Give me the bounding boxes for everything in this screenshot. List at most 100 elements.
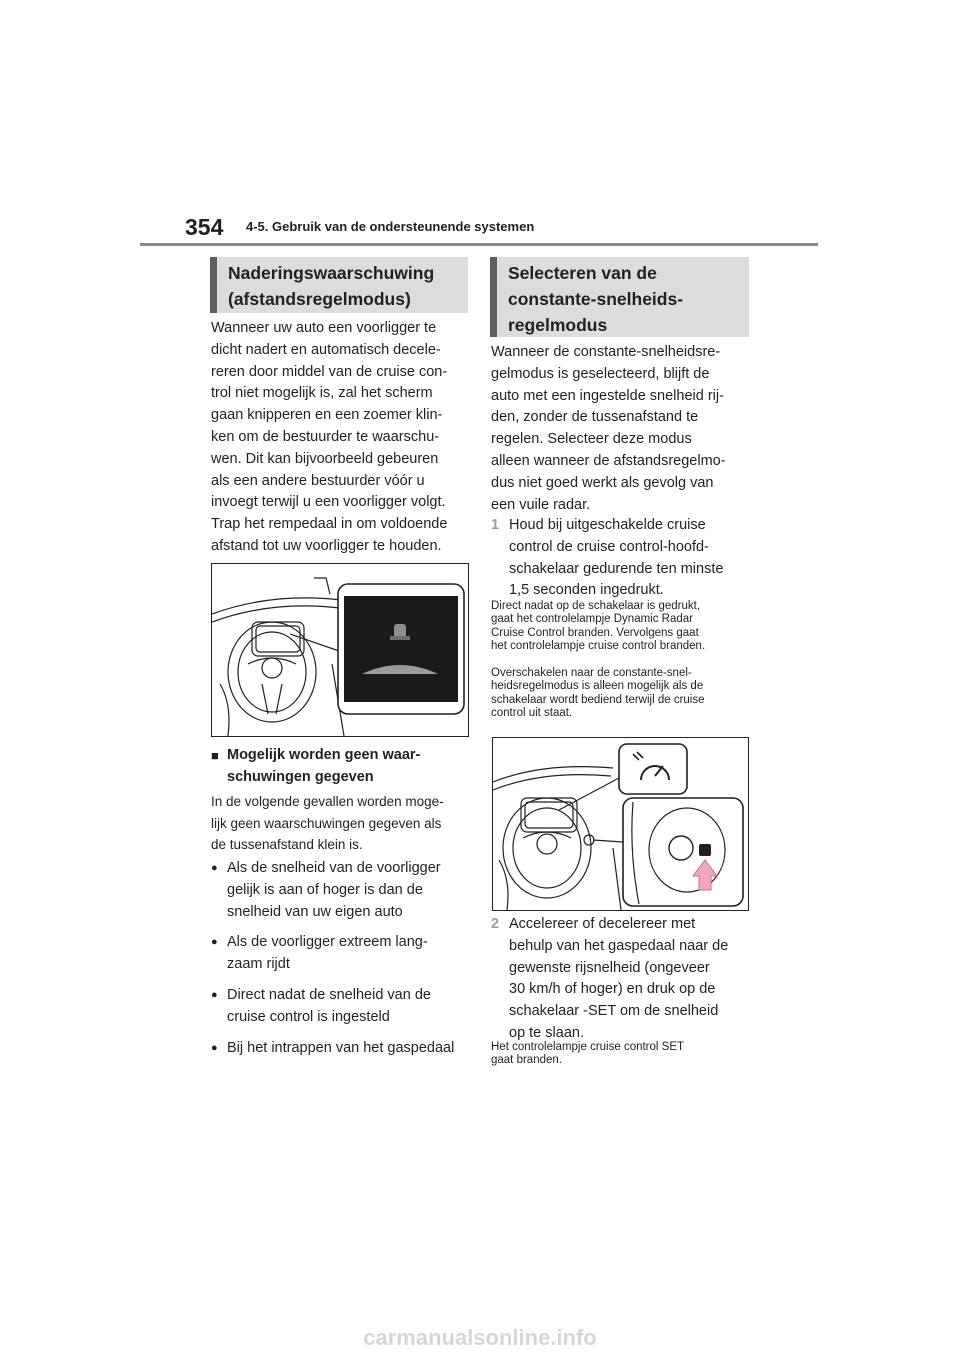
heading-line: constante-snelheids- (508, 289, 684, 309)
text-line: lijk geen waarschuwingen gegeven als (211, 815, 442, 831)
text-line: control de cruise control-hoofd- (509, 538, 709, 555)
text-line: gewenste rijsnelheid (ongeveer (509, 959, 710, 976)
list-item: ● Direct nadat de snelheid van de cruise… (211, 985, 473, 1029)
no-warning-bullets: ● Als de snelheid van de voorligger geli… (211, 858, 473, 1059)
text-line: de tussenafstand klein is. (211, 837, 363, 852)
text-line: 30 km/h of hoger) en druk op de (509, 981, 716, 998)
bullet-icon: ● (211, 862, 218, 874)
approach-warning-intro: Wanneer uw auto een voorligger te dicht … (211, 318, 473, 558)
callout-line (558, 777, 620, 811)
heading-line: regelmodus (508, 315, 608, 335)
mode-switch-note: Overschakelen naar de constante-snel- he… (491, 667, 753, 721)
text-line: Direct nadat de snelheid van de (227, 986, 431, 1003)
text-line: schakelaar gedurende ten minste (509, 560, 724, 577)
text-line: schakelaar -SET om de snelheid (509, 1003, 719, 1020)
text-line: dicht nadert en automatisch decele- (211, 341, 441, 358)
text-line: Overschakelen naar de constante-snel- (491, 667, 692, 679)
cruise-main-switch (668, 835, 694, 861)
heading-line: Selecteren van de (508, 263, 657, 283)
switch-callout-frame (622, 797, 744, 907)
text-line: auto met een ingestelde snelheid rij- (491, 387, 724, 404)
section-heading-approach-warning: Naderingswaarschuwing (afstandsregelmodu… (210, 257, 468, 313)
text-line: gelijk is aan of hoger is dan de (227, 881, 423, 898)
text-line: regelen. Selecteer deze modus (491, 431, 692, 448)
text-line: Wanneer uw auto een voorligger te (211, 320, 437, 336)
text-line: invoegt terwijl u een voorligger volgt. (211, 494, 446, 511)
step-2-note: Het controlelampje cruise control SET ga… (491, 1041, 753, 1068)
text-line: Direct nadat op de schakelaar is gedrukt… (491, 600, 701, 612)
text-line: alleen wanneer de afstandsregelmo- (491, 452, 726, 469)
text-line: Als de snelheid van de voorligger (227, 860, 441, 876)
text-line: gelmodus is geselecteerd, blijft de (491, 365, 710, 382)
step-1: 1 Houd bij uitgeschakelde cruise control… (491, 515, 753, 602)
text-line: Trap het rempedaal in om voldoende (211, 516, 448, 533)
bullet-icon: ● (211, 988, 218, 1001)
cruise-switch-figure (492, 737, 749, 911)
press-arrow-icon (692, 859, 718, 891)
heading-line: Naderingswaarschuwing (228, 263, 435, 283)
step-1-note: Direct nadat op de schakelaar is gedrukt… (491, 600, 753, 654)
watermark: carmanualsonline.info (363, 1325, 597, 1350)
header-rule (140, 243, 818, 246)
text-line: als een andere bestuurder vóór u (211, 472, 425, 489)
text-line: zaam rijdt (227, 956, 290, 973)
multi-info-display (344, 596, 458, 702)
road-distance-icon (362, 665, 438, 674)
list-item: ● Als de snelheid van de voorligger geli… (211, 858, 473, 923)
speedometer-icon (632, 751, 670, 781)
chapter-title: 4-5. Gebruik van de ondersteunende syste… (246, 219, 535, 234)
step-2: 2 Accelereer of decelereer met behulp va… (491, 914, 753, 1045)
text-line: control uit staat. (491, 707, 573, 720)
text-line: snelheid van uw eigen auto (227, 903, 403, 920)
text-line: gaat branden. (491, 1054, 562, 1067)
steering-wheel-illustration (492, 743, 744, 911)
bullet-icon: ● (211, 1041, 218, 1054)
text-line: Bij het intrappen van het gaspedaal (227, 1039, 455, 1056)
text-line: den, zonder de tussenafstand te (491, 409, 699, 426)
text-line: Het controlelampje cruise control SET (491, 1041, 685, 1053)
constant-speed-intro: Wanneer de constante-snelheidsre- gelmod… (491, 342, 753, 516)
speedometer-callout-frame (618, 743, 688, 795)
preceding-vehicle-icon (394, 624, 406, 638)
text-line: gaan knipperen en een zoemer klin- (211, 407, 443, 424)
no-warning-intro: In de volgende gevallen worden moge- lij… (211, 791, 473, 856)
heading-line: (afstandsregelmodus) (228, 289, 411, 309)
text-line: dus niet goed werkt als gevolg van (491, 474, 714, 491)
text-line: reren door middel van de cruise con- (211, 363, 448, 380)
text-line: Accelereer of decelereer met (509, 916, 696, 932)
dashboard-illustration (211, 577, 465, 737)
step-number: 2 (491, 916, 500, 932)
text-line: Cruise Control branden. Vervolgens gaat (491, 626, 699, 639)
text-line: op te slaan. (509, 1024, 584, 1041)
subheading-line: Mogelijk worden geen waar- (227, 747, 421, 763)
list-item: ● Bij het intrappen van het gaspedaal (211, 1038, 473, 1060)
text-line: 1,5 seconden ingedrukt. (509, 582, 664, 599)
text-line: een vuile radar. (491, 496, 591, 513)
callout-line (592, 839, 624, 843)
text-line: Wanneer de constante-snelheidsre- (491, 344, 721, 360)
section-heading-constant-speed: Selecteren van de constante-snelheids- r… (490, 257, 749, 337)
text-line: gaat het controlelampje Dynamic Radar (491, 613, 693, 626)
text-line: schakelaar wordt bediend terwijl de crui… (491, 693, 705, 706)
text-line: Als de voorligger extreem lang- (227, 934, 428, 951)
text-line: heidsregelmodus is alleen mogelijk als d… (491, 680, 704, 693)
text-line: cruise control is ingesteld (227, 1008, 390, 1025)
text-line: ken om de bestuurder te waarschu- (211, 428, 440, 445)
callout-line (289, 633, 343, 653)
page-number: 354 (185, 214, 224, 240)
bullet-icon: ● (211, 936, 218, 949)
text-line: afstand tot uw voorligger te houden. (211, 537, 442, 554)
text-line: behulp van het gaspedaal naar de (509, 937, 729, 954)
text-line: het controlelampje cruise control brande… (491, 640, 706, 653)
square-bullet-icon: ■ (211, 748, 219, 763)
radar-cruise-icon (699, 844, 711, 856)
cruise-switch-small (583, 834, 595, 846)
text-line: In de volgende gevallen worden moge- (211, 794, 444, 809)
subheading-line: schuwingen gegeven (227, 768, 374, 785)
step-number: 1 (491, 517, 500, 533)
approach-warning-figure (211, 563, 469, 737)
text-line: Houd bij uitgeschakelde cruise (509, 517, 706, 533)
text-line: trol niet mogelijk is, zal het scherm (211, 385, 433, 402)
no-warning-subheading: ■ Mogelijk worden geen waar- schuwingen g… (211, 745, 473, 789)
list-item: ● Als de voorligger extreem lang- zaam r… (211, 932, 473, 976)
